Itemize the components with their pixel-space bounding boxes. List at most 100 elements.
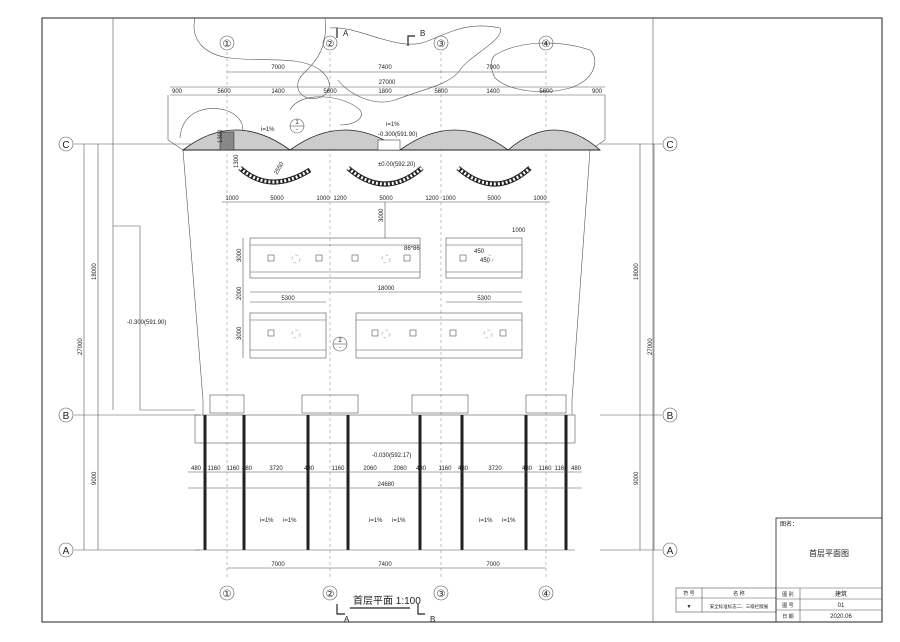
svg-text:i=1%: i=1% <box>502 518 516 524</box>
svg-text:7000: 7000 <box>271 65 285 71</box>
contour-line-left <box>193 17 330 99</box>
svg-text:18000: 18000 <box>92 263 98 280</box>
site-boundary-left-inner <box>113 225 195 411</box>
svg-text:1000: 1000 <box>512 228 526 234</box>
svg-text:5600: 5600 <box>434 89 448 95</box>
svg-text:3000: 3000 <box>237 248 243 262</box>
svg-text:5300: 5300 <box>281 296 295 302</box>
slope-label-1: i=1% <box>261 127 275 133</box>
svg-text:27000: 27000 <box>379 80 396 86</box>
svg-text:1000: 1000 <box>533 196 547 202</box>
axis-labels-bottom: ① ② ③ ④ <box>219 585 554 601</box>
svg-text:7000: 7000 <box>486 562 500 568</box>
svg-text:1200: 1200 <box>333 196 347 202</box>
drawing-name: 首层平面图 <box>809 548 849 558</box>
svg-text:1800: 1800 <box>378 89 392 95</box>
svg-text:3720: 3720 <box>269 466 283 472</box>
svg-text:-: - <box>296 127 298 133</box>
dimension-right: 18000 27000 9000 <box>634 144 655 550</box>
svg-text:18000: 18000 <box>634 263 640 280</box>
svg-text:5000: 5000 <box>270 196 284 202</box>
svg-text:3000: 3000 <box>237 326 243 340</box>
svg-text:5000: 5000 <box>487 196 501 202</box>
dimension-interior: 18000 5300 5300 3000 2000 3000 1000 450 … <box>237 228 526 358</box>
svg-text:符 号: 符 号 <box>683 590 694 597</box>
svg-text:3720: 3720 <box>488 466 502 472</box>
svg-text:1400: 1400 <box>486 89 500 95</box>
svg-text:A: A <box>63 546 70 557</box>
svg-text:③: ③ <box>437 589 446 600</box>
svg-text:1160: 1160 <box>332 466 346 472</box>
svg-text:图 别: 图 别 <box>782 591 793 598</box>
svg-text:名 称: 名 称 <box>733 590 744 597</box>
svg-text:2020.06: 2020.06 <box>830 614 852 620</box>
svg-text:日 期: 日 期 <box>782 614 793 620</box>
svg-text:1200: 1200 <box>425 196 439 202</box>
svg-text:9000: 9000 <box>634 471 640 485</box>
svg-text:C: C <box>62 140 69 151</box>
svg-text:5600: 5600 <box>217 89 231 95</box>
svg-text:2060: 2060 <box>393 466 407 472</box>
slope-label-2: i=1% <box>386 122 400 128</box>
svg-text:480: 480 <box>571 466 582 472</box>
svg-text:图名：: 图名： <box>780 520 798 528</box>
svg-text:B: B <box>63 411 70 422</box>
svg-text:②: ② <box>326 589 335 600</box>
svg-text:5000: 5000 <box>379 196 393 202</box>
detail-marker-1: 1 - <box>289 118 305 134</box>
svg-text:2550: 2550 <box>274 161 286 176</box>
title-block: 图名： 首层平面图 图 别 建筑 图 号 01 日 期 2020.06 <box>775 517 883 623</box>
svg-text:1000: 1000 <box>225 196 239 202</box>
svg-text:86*86: 86*86 <box>404 246 420 252</box>
level-top: -0.300(591.90) <box>378 132 417 138</box>
svg-text:建筑: 建筑 <box>835 590 847 598</box>
svg-text:B: B <box>430 615 435 624</box>
level-left: -0.300(591.90) <box>127 320 166 326</box>
level-bottom: -0.030(592.17) <box>372 453 411 459</box>
axis-grid <box>74 52 662 578</box>
svg-text:27000: 27000 <box>78 338 84 355</box>
axis-labels-top: ① ② ③ ④ <box>219 35 554 51</box>
svg-text:-: - <box>339 345 341 351</box>
svg-text:18000: 18000 <box>378 286 395 292</box>
contour-line-right <box>490 42 595 92</box>
svg-text:900: 900 <box>592 89 603 95</box>
svg-text:01: 01 <box>838 603 845 609</box>
legend-table: 符 号 名 称 ▼ 安全标准标志二、三级栏版展 <box>675 587 777 613</box>
dimension-top: 7000 7400 7000 27000 900 5600 1400 5600 … <box>170 65 605 96</box>
svg-text:5300: 5300 <box>477 296 491 302</box>
svg-text:24680: 24680 <box>378 482 395 488</box>
svg-text:B: B <box>420 29 425 38</box>
svg-text:1160: 1160 <box>439 466 453 472</box>
svg-text:i=1%: i=1% <box>369 518 383 524</box>
svg-text:5600: 5600 <box>323 89 337 95</box>
svg-text:A: A <box>343 29 349 38</box>
svg-text:④: ④ <box>542 589 551 600</box>
svg-text:B: B <box>667 411 674 422</box>
svg-text:1000: 1000 <box>442 196 456 202</box>
svg-text:▼: ▼ <box>687 604 692 610</box>
axis-label-3: ③ <box>437 39 446 50</box>
svg-text:安全标准标志二、三级栏版展: 安全标准标志二、三级栏版展 <box>710 603 769 610</box>
svg-text:480: 480 <box>191 466 202 472</box>
canopy-arcs <box>181 129 602 151</box>
sheet-border <box>41 17 883 623</box>
svg-text:1: 1 <box>295 120 299 126</box>
svg-text:450: 450 <box>480 258 491 264</box>
section-marks: A B A B <box>336 28 435 624</box>
svg-text:480: 480 <box>304 466 315 472</box>
svg-text:7000: 7000 <box>486 65 500 71</box>
svg-text:A: A <box>667 546 674 557</box>
svg-text:i=1%: i=1% <box>260 518 274 524</box>
svg-text:480: 480 <box>416 466 427 472</box>
svg-text:图 号: 图 号 <box>782 603 793 609</box>
svg-text:①: ① <box>223 589 232 600</box>
svg-text:i=1%: i=1% <box>392 518 406 524</box>
axis-label-4: ④ <box>542 39 551 50</box>
contour-line-center <box>329 25 501 103</box>
svg-text:7000: 7000 <box>271 562 285 568</box>
svg-text:i=1%: i=1% <box>283 518 297 524</box>
svg-text:900: 900 <box>172 89 183 95</box>
dimension-left: 18000 27000 9000 <box>78 144 99 550</box>
